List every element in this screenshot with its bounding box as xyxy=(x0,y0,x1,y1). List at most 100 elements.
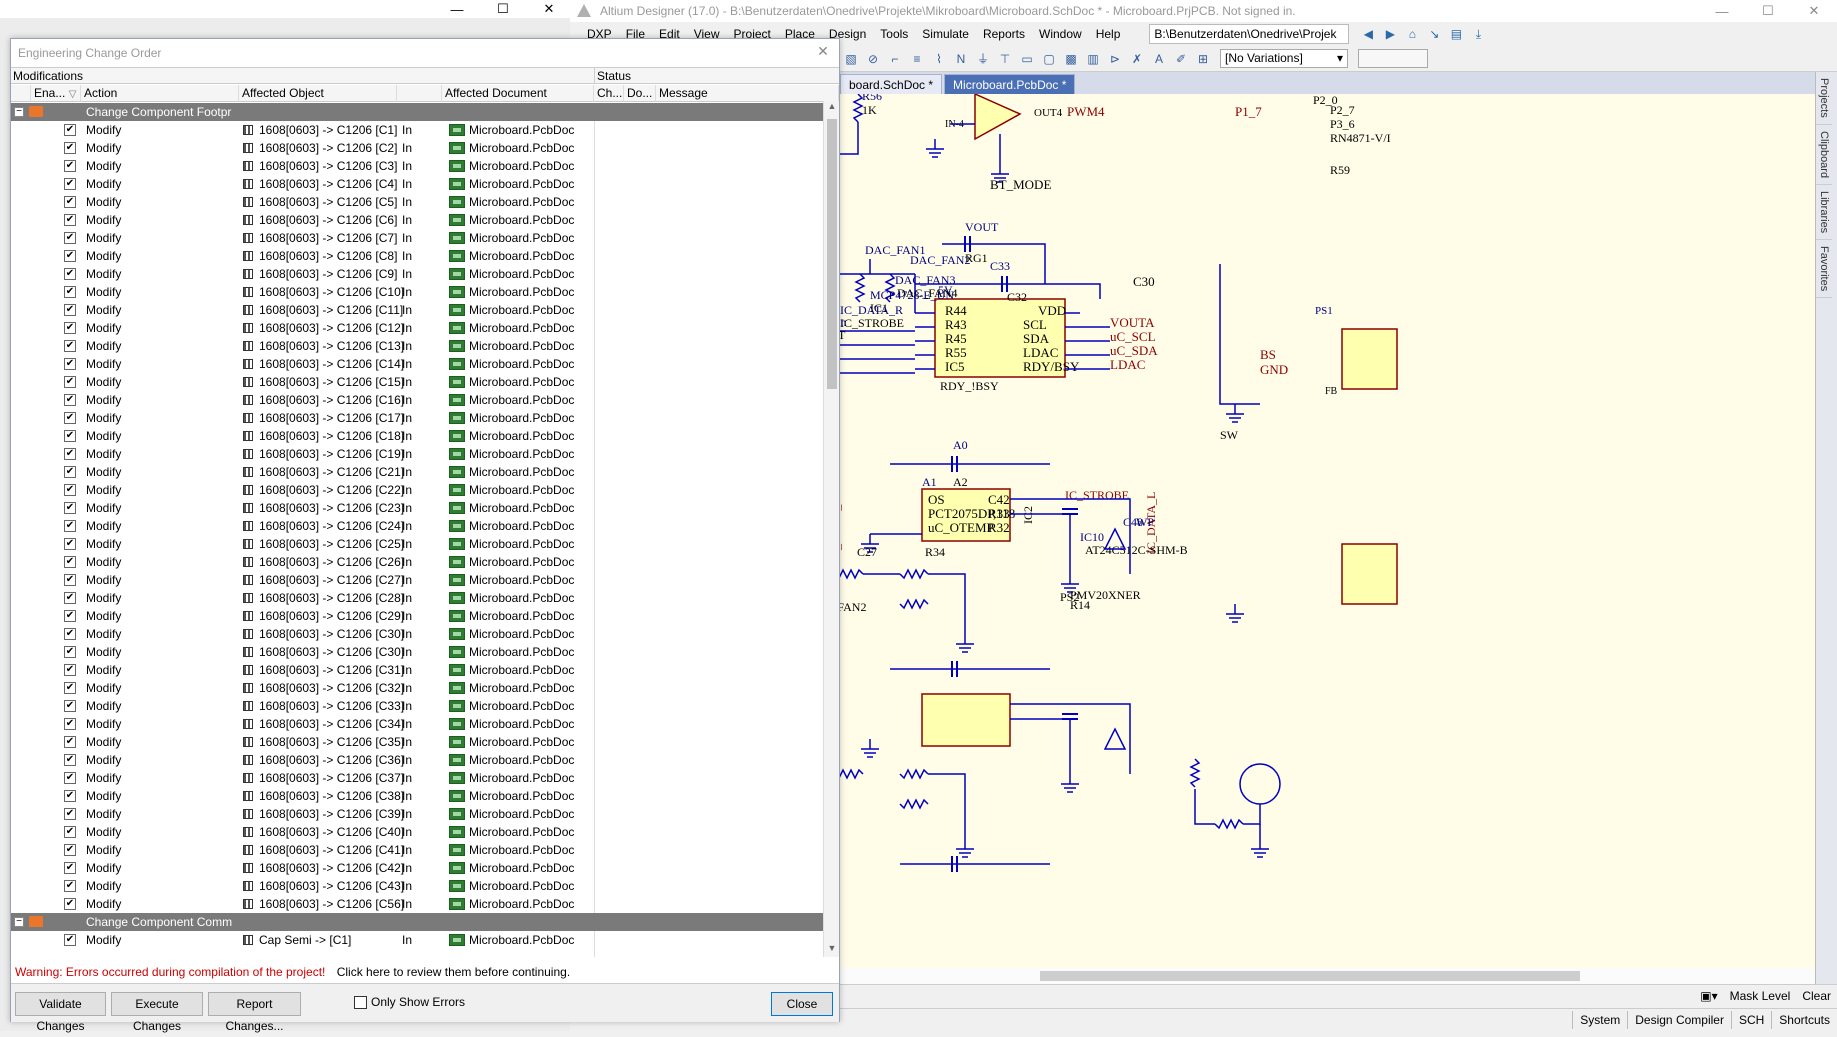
enable-checkbox[interactable]: ✔ xyxy=(64,160,76,172)
close-button[interactable]: ✕ xyxy=(1808,3,1820,18)
column-action[interactable]: Action xyxy=(81,85,239,102)
enable-checkbox[interactable]: ✔ xyxy=(64,124,76,136)
tab-schdoc[interactable]: board.SchDoc * xyxy=(840,74,943,94)
enable-checkbox[interactable]: ✔ xyxy=(64,178,76,190)
enable-checkbox[interactable]: ✔ xyxy=(64,790,76,802)
group-change-footprint[interactable]: −Change Component Footpr xyxy=(11,103,823,121)
table-vertical-scrollbar[interactable]: ▲ ▼ xyxy=(823,101,839,957)
maximize-button[interactable]: ☐ xyxy=(1762,3,1774,18)
menu-dxp[interactable]: DXP xyxy=(587,27,612,41)
vcc-power-icon[interactable]: ⊤ xyxy=(999,51,1011,66)
minimize-button[interactable]: — xyxy=(1715,3,1729,19)
review-errors-link[interactable]: Click here to review them before continu… xyxy=(336,965,571,979)
column-check[interactable]: Ch... xyxy=(594,85,624,102)
signal-harness-icon[interactable]: ⌇ xyxy=(936,51,942,66)
report-changes-button[interactable]: Report Changes... xyxy=(208,992,301,1033)
port-icon[interactable]: ⊳ xyxy=(1109,51,1121,66)
enable-checkbox[interactable]: ✔ xyxy=(64,340,76,352)
sheet-icon[interactable]: ▤ xyxy=(1450,27,1463,41)
enable-checkbox[interactable]: ✔ xyxy=(64,214,76,226)
gnd-power-icon[interactable]: ⏚ xyxy=(976,52,989,66)
enable-checkbox[interactable]: ✔ xyxy=(64,538,76,550)
enable-checkbox[interactable]: ✔ xyxy=(64,232,76,244)
menu-edit[interactable]: Edit xyxy=(659,27,680,41)
enable-checkbox[interactable]: ✔ xyxy=(64,520,76,532)
menu-tools[interactable]: Tools xyxy=(880,27,909,41)
enable-checkbox[interactable]: ✔ xyxy=(64,862,76,874)
scroll-up-icon[interactable]: ▲ xyxy=(827,101,837,111)
variations-select[interactable]: [No Variations]▾ xyxy=(1220,49,1348,68)
menu-project[interactable]: Project xyxy=(733,27,771,41)
only-show-errors-checkbox[interactable] xyxy=(354,996,367,1009)
no-erc-icon[interactable]: ✗ xyxy=(1131,51,1143,66)
enable-checkbox[interactable]: ✔ xyxy=(64,286,76,298)
mask-icon[interactable]: ▣▾ xyxy=(1700,988,1718,1003)
dock-tab-libraries[interactable]: Libraries xyxy=(1816,185,1832,241)
enable-checkbox[interactable]: ✔ xyxy=(64,934,76,946)
wiring-icon[interactable]: ↘ xyxy=(1429,27,1440,41)
enable-checkbox[interactable]: ✔ xyxy=(64,556,76,568)
browse-icon[interactable]: ▧ xyxy=(845,51,857,66)
enable-checkbox[interactable]: ✔ xyxy=(64,466,76,478)
enable-checkbox[interactable]: ✔ xyxy=(64,448,76,460)
dock-tab-projects[interactable]: Projects xyxy=(1816,72,1832,125)
net-label-icon[interactable]: N xyxy=(956,51,966,66)
tab-pcbdoc[interactable]: Microboard.PcbDoc * xyxy=(944,74,1076,94)
dock-tab-favorites[interactable]: Favorites xyxy=(1816,240,1832,299)
enable-checkbox[interactable]: ✔ xyxy=(64,880,76,892)
enable-checkbox[interactable]: ✔ xyxy=(64,322,76,334)
enable-checkbox[interactable]: ✔ xyxy=(64,430,76,442)
enable-checkbox[interactable]: ✔ xyxy=(64,142,76,154)
enable-checkbox[interactable]: ✔ xyxy=(64,592,76,604)
wire-icon[interactable]: ⌐ xyxy=(891,51,899,66)
enable-checkbox[interactable]: ✔ xyxy=(64,412,76,424)
mask-level-button[interactable]: Mask Level xyxy=(1729,988,1791,1003)
enable-checkbox[interactable]: ✔ xyxy=(64,502,76,514)
enable-checkbox[interactable]: ✔ xyxy=(64,484,76,496)
filter-icon[interactable]: ▽ xyxy=(68,89,77,100)
enable-checkbox[interactable]: ✔ xyxy=(64,736,76,748)
canvas-horizontal-scrollbar[interactable] xyxy=(570,968,1815,984)
enable-checkbox[interactable]: ✔ xyxy=(64,682,76,694)
menu-design[interactable]: Design xyxy=(828,27,867,41)
scrollbar-thumb[interactable] xyxy=(1040,971,1580,981)
device-sheet-icon[interactable]: ▥ xyxy=(1087,51,1099,66)
scrollbar-thumb[interactable] xyxy=(827,119,837,389)
clear-button[interactable]: Clear xyxy=(1802,988,1831,1003)
dock-tab-clipboard[interactable]: Clipboard xyxy=(1816,125,1832,185)
text-icon[interactable]: A xyxy=(1154,51,1163,66)
enable-checkbox[interactable]: ✔ xyxy=(64,358,76,370)
enable-checkbox[interactable]: ✔ xyxy=(64,754,76,766)
filter-icon[interactable]: ⊘ xyxy=(867,51,879,66)
menu-reports[interactable]: Reports xyxy=(982,27,1025,41)
